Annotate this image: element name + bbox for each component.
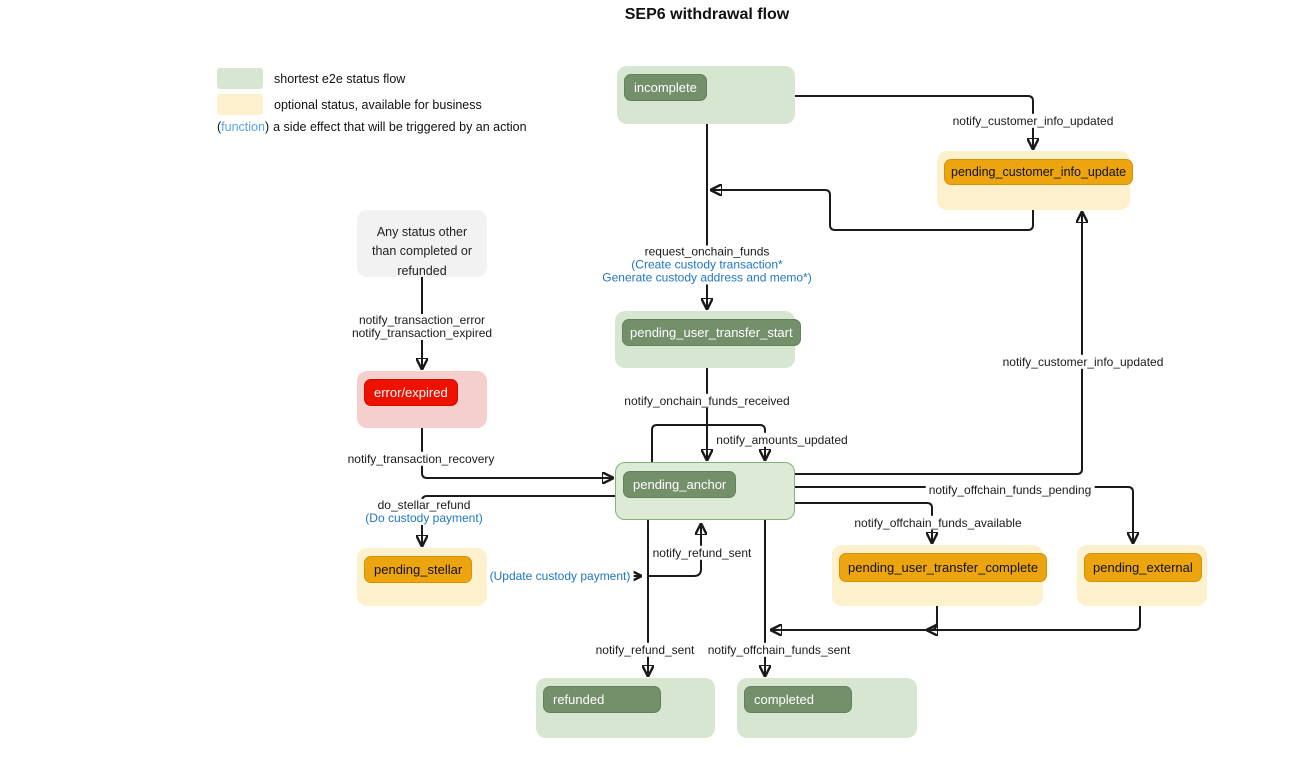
node-pending-external: pending_external	[1077, 545, 1207, 606]
node-completed: completed	[737, 678, 917, 738]
node-completed-label: completed	[744, 686, 852, 713]
node-pending-user-transfer-start: pending_user_transfer_start	[615, 311, 801, 368]
node-any-status-note-label: Any status other than completed or refun…	[371, 225, 473, 278]
node-incomplete-label: incomplete	[624, 74, 707, 101]
node-any-status-note: Any status other than completed or refun…	[357, 210, 487, 278]
node-pending-external-label: pending_external	[1084, 553, 1202, 582]
legend-function-close: )	[264, 120, 270, 134]
legend: shortest e2e status flow optional status…	[217, 68, 527, 134]
edge-label-notify-transaction-expired: notify_transaction_expired	[351, 326, 493, 340]
node-pending-user-transfer-complete-label: pending_user_transfer_complete	[839, 553, 1048, 582]
edge-label-transaction-error-group: notify_transaction_error notify_transact…	[348, 313, 496, 340]
edge-label-notify-offchain-funds-sent: notify_offchain_funds_sent	[704, 642, 854, 658]
legend-green-swatch-icon	[217, 68, 263, 89]
edge-label-generate-custody-address: Generate custody address and memo*)	[602, 270, 812, 285]
node-error-expired-label: error/expired	[364, 379, 458, 406]
edge-label-do-custody-payment: (Do custody payment)	[365, 511, 483, 525]
edge-pending-external-to-completed	[772, 606, 1141, 630]
edge-label-update-custody-payment: (Update custody payment)	[486, 568, 634, 584]
node-error-expired: error/expired	[357, 371, 487, 428]
node-pending-user-transfer-start-label: pending_user_transfer_start	[622, 319, 801, 346]
page-title: SEP6 withdrawal flow	[624, 6, 790, 23]
edge-pending-user-transfer-complete-down	[928, 606, 937, 630]
edge-label-notify-refund-sent-down: notify_refund_sent	[592, 642, 698, 658]
node-pending-anchor: pending_anchor	[615, 462, 795, 520]
edge-label-do-stellar-refund-group: do_stellar_refund (Do custody payment)	[362, 498, 486, 525]
edge-label-notify-amounts-updated: notify_amounts_updated	[713, 432, 851, 448]
edge-label-notify-offchain-funds-pending: notify_offchain_funds_pending	[925, 482, 1095, 498]
node-pending-user-transfer-complete: pending_user_transfer_complete	[832, 545, 1048, 606]
legend-function-open: (	[217, 120, 222, 134]
legend-yellow-swatch-icon	[217, 94, 263, 115]
node-refunded: refunded	[536, 678, 715, 738]
node-incomplete: incomplete	[617, 66, 795, 124]
edge-label-request-onchain-funds: request_onchain_funds	[644, 244, 770, 259]
legend-shortest-label: shortest e2e status flow	[274, 71, 406, 86]
legend-function-word: function	[221, 120, 265, 134]
node-pending-customer-info-update: pending_customer_info_update	[937, 151, 1134, 210]
legend-function-desc: a side effect that will be triggered by …	[273, 120, 527, 134]
edge-label-create-custody-transaction: (Create custody transaction*	[631, 257, 783, 272]
edge-label-notify-customer-info-updated-right: notify_customer_info_updated	[999, 354, 1167, 370]
legend-row-shortest: shortest e2e status flow	[217, 68, 527, 89]
node-refunded-label: refunded	[543, 686, 661, 713]
edge-label-notify-refund-sent-up: notify_refund_sent	[649, 545, 755, 561]
node-pending-customer-info-update-label: pending_customer_info_update	[944, 159, 1134, 185]
edge-label-notify-transaction-error: notify_transaction_error	[358, 313, 486, 327]
edge-label-notify-offchain-funds-available: notify_offchain_funds_available	[851, 515, 1025, 531]
node-pending-anchor-label: pending_anchor	[623, 471, 737, 498]
legend-function-row: (function)a side effect that will be tri…	[217, 120, 527, 134]
edge-label-notify-transaction-recovery: notify_transaction_recovery	[344, 451, 498, 467]
edge-label-do-stellar-refund: do_stellar_refund	[377, 498, 471, 512]
node-pending-stellar: pending_stellar	[357, 548, 487, 606]
legend-optional-label: optional status, available for business	[274, 97, 482, 112]
edge-label-notify-customer-info-updated-top: notify_customer_info_updated	[949, 113, 1117, 129]
node-pending-stellar-label: pending_stellar	[364, 556, 473, 583]
edge-label-request-onchain-funds-group: request_onchain_funds (Create custody tr…	[599, 244, 815, 285]
edge-label-notify-onchain-funds-received: notify_onchain_funds_received	[621, 393, 793, 409]
legend-row-optional: optional status, available for business	[217, 94, 527, 115]
